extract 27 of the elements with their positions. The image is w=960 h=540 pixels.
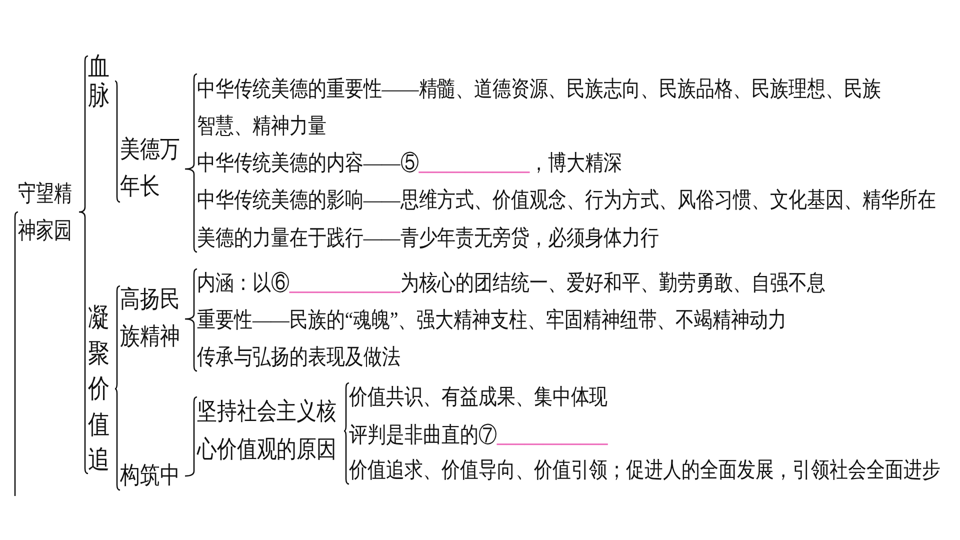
point-text: 内涵：以⑥____________为核心的团结统一、爱好和平、勤劳勇敢、自强不息 [197, 265, 826, 301]
point-text: 中华传统美德的内容——⑤____________，博大精深 [197, 144, 622, 181]
subtopic-label: 构筑中 [120, 458, 184, 494]
brace [184, 268, 198, 372]
point-text: 美德的力量在于践行——青少年责无旁贷，必须身体力行 [197, 219, 659, 256]
fill-in-line: ____________ [289, 270, 400, 295]
fill-in-line: ____________ [496, 422, 608, 447]
brace [14, 211, 18, 496]
fill-in-line: ____________ [418, 150, 530, 175]
section-label: 血脉 [88, 52, 114, 110]
brace [184, 73, 198, 253]
point-text: 价值共识、有益成果、集中体现 [349, 379, 608, 415]
point-text: 中华传统美德的影响——思维方式、价值观念、行为方式、风俗习惯、文化基因、精华所在 [197, 181, 936, 218]
point-text: 传承与弘扬的表现及做法 [197, 339, 400, 375]
subtopic-label: 高扬民族精神 [120, 282, 184, 356]
brace [78, 55, 89, 474]
subtopic-label: 美德万年长 [120, 132, 184, 206]
point-text: 价值追求、价值导向、价值引领；促进人的全面发展，引领社会全面进步 [349, 452, 940, 488]
subtopic-label: 坚持社会主义核心价值观的原因 [197, 393, 343, 469]
point-text: 重要性——民族的“魂魄”、强大精神支柱、牢固精神纽带、不竭精神动力 [197, 302, 786, 338]
section-label: 凝聚价值追 [88, 300, 114, 478]
main-topic-label: 守望精神家园 [18, 175, 78, 249]
point-text: 评判是非曲直的⑦____________ [349, 417, 608, 453]
brace [114, 285, 121, 491]
brace [343, 382, 350, 485]
point-text: 中华传统美德的重要性——精髓、道德资源、民族志向、民族品格、民族理想、民族智慧、精神力量 [197, 70, 892, 144]
brace [114, 80, 120, 203]
